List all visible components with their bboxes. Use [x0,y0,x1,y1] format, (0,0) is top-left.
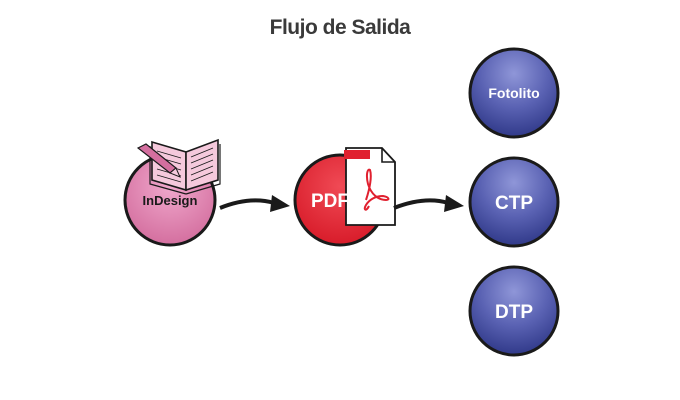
node-dtp: DTP [468,265,560,357]
node-label-dtp: DTP [495,302,533,323]
flow-arrow-2 [393,195,464,212]
node-label-fotolito: Fotolito [488,85,539,101]
diagram-title: Flujo de Salida [269,16,411,39]
flow-arrow-1 [219,195,290,212]
pdf-document-icon [344,147,396,226]
node-pdf: PDF [293,147,396,247]
node-ctp: CTP [468,156,560,248]
node-label-pdf: PDF [311,191,349,212]
node-fotolito: Fotolito [468,47,560,139]
node-label-indesign: InDesign [143,193,198,208]
node-indesign: InDesign [123,138,221,247]
node-label-ctp: CTP [495,193,533,214]
open-book-pen-icon [136,138,221,195]
